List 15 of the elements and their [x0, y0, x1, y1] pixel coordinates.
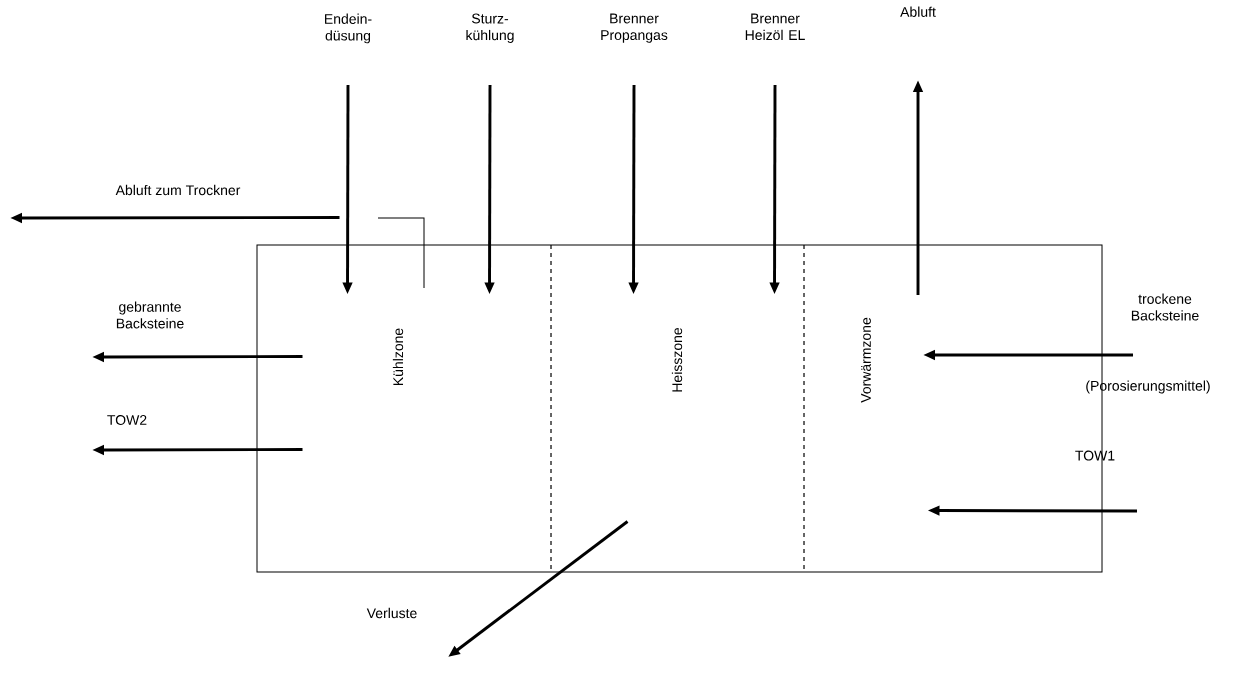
edge-label: gebrannte Backsteine — [116, 301, 184, 329]
flow-label: Brenner Heizöl EL — [745, 13, 805, 41]
flow-label: Abluft — [900, 6, 936, 17]
flow-label: Sturz- kühlung — [466, 13, 514, 43]
edge-label: Verluste — [366, 607, 417, 619]
flow-label: Endein- düsung — [325, 13, 372, 44]
zone-label: Kühlzone — [392, 328, 404, 386]
note-label: (Porosierungsmittel) — [1086, 380, 1210, 394]
flow-label: Brenner Propangas — [601, 13, 668, 43]
edge-label: Abluft zum Trockner — [115, 184, 241, 196]
zone-label: Vorwärmzone — [861, 317, 871, 403]
flow-label: TOW1 — [1075, 450, 1115, 461]
zone-label: Heisszone — [671, 327, 683, 392]
edge-label: TOW2 — [107, 415, 147, 425]
flow-label: trockene Backsteine — [1131, 293, 1199, 321]
